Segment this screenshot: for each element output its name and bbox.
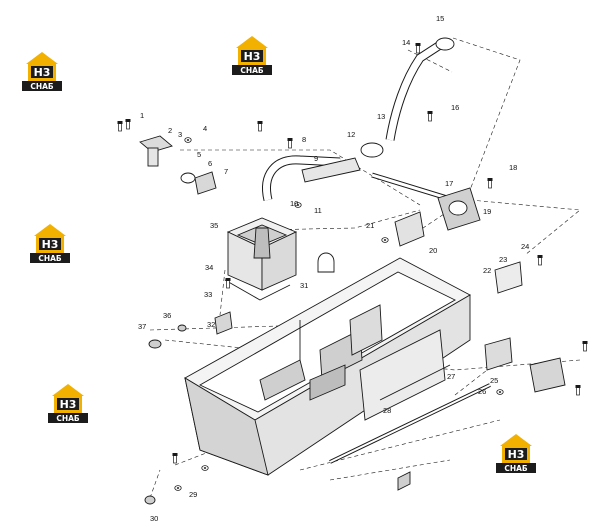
rear-cover-and-bracket xyxy=(139,135,566,393)
callout-33: 33 xyxy=(204,290,212,299)
callout-32: 32 xyxy=(207,320,215,329)
callout-23: 23 xyxy=(499,255,507,264)
callout-31: 31 xyxy=(300,281,308,290)
callout-2: 2 xyxy=(168,126,172,135)
callout-6: 6 xyxy=(208,159,212,168)
drain-rod xyxy=(144,324,491,505)
callout-35: 35 xyxy=(210,221,218,230)
oil-pan xyxy=(184,257,471,476)
callout-15: 15 xyxy=(436,14,444,23)
strainer-housing xyxy=(224,217,298,301)
callout-7: 7 xyxy=(224,167,228,176)
callout-8: 8 xyxy=(302,135,306,144)
callout-19: 19 xyxy=(483,207,491,216)
watermark-caption: СНАБ xyxy=(240,66,264,75)
callout-16: 16 xyxy=(451,103,459,112)
callout-37: 37 xyxy=(138,322,146,331)
callout-1: 1 xyxy=(140,111,144,120)
callout-29: 29 xyxy=(189,490,197,499)
callout-36: 36 xyxy=(163,311,171,320)
callout-30: 30 xyxy=(150,514,158,523)
oil-pump-suction-pipe xyxy=(262,37,471,208)
callout-34: 34 xyxy=(205,263,213,272)
callout-21: 21 xyxy=(366,221,374,230)
callout-22: 22 xyxy=(483,266,491,275)
watermark-mark: H3 xyxy=(34,66,51,79)
watermark-mark: H3 xyxy=(60,398,77,411)
callout-13: 13 xyxy=(377,112,385,121)
callout-24: 24 xyxy=(521,242,529,251)
callout-25: 25 xyxy=(490,376,498,385)
watermark-mark: H3 xyxy=(244,50,261,63)
callout-27: 27 xyxy=(447,372,455,381)
callout-26: 26 xyxy=(478,387,486,396)
callout-10: 10 xyxy=(290,199,298,208)
watermark-caption: СНАБ xyxy=(504,464,528,473)
callout-20: 20 xyxy=(429,246,437,255)
watermark-caption: СНАБ xyxy=(30,82,54,91)
watermark-caption: СНАБ xyxy=(56,414,80,423)
callout-3: 3 xyxy=(178,130,182,139)
callout-28: 28 xyxy=(383,406,391,415)
watermark-mark: H3 xyxy=(508,448,525,461)
callout-14: 14 xyxy=(402,38,410,47)
watermark-mark: H3 xyxy=(42,238,59,251)
watermark-caption: СНАБ xyxy=(38,254,62,263)
callout-5: 5 xyxy=(197,150,201,159)
callout-12: 12 xyxy=(347,130,355,139)
callout-4: 4 xyxy=(203,124,207,133)
callout-9: 9 xyxy=(314,154,318,163)
callout-11: 11 xyxy=(314,206,322,215)
callout-18: 18 xyxy=(509,163,517,172)
callout-17: 17 xyxy=(445,179,453,188)
